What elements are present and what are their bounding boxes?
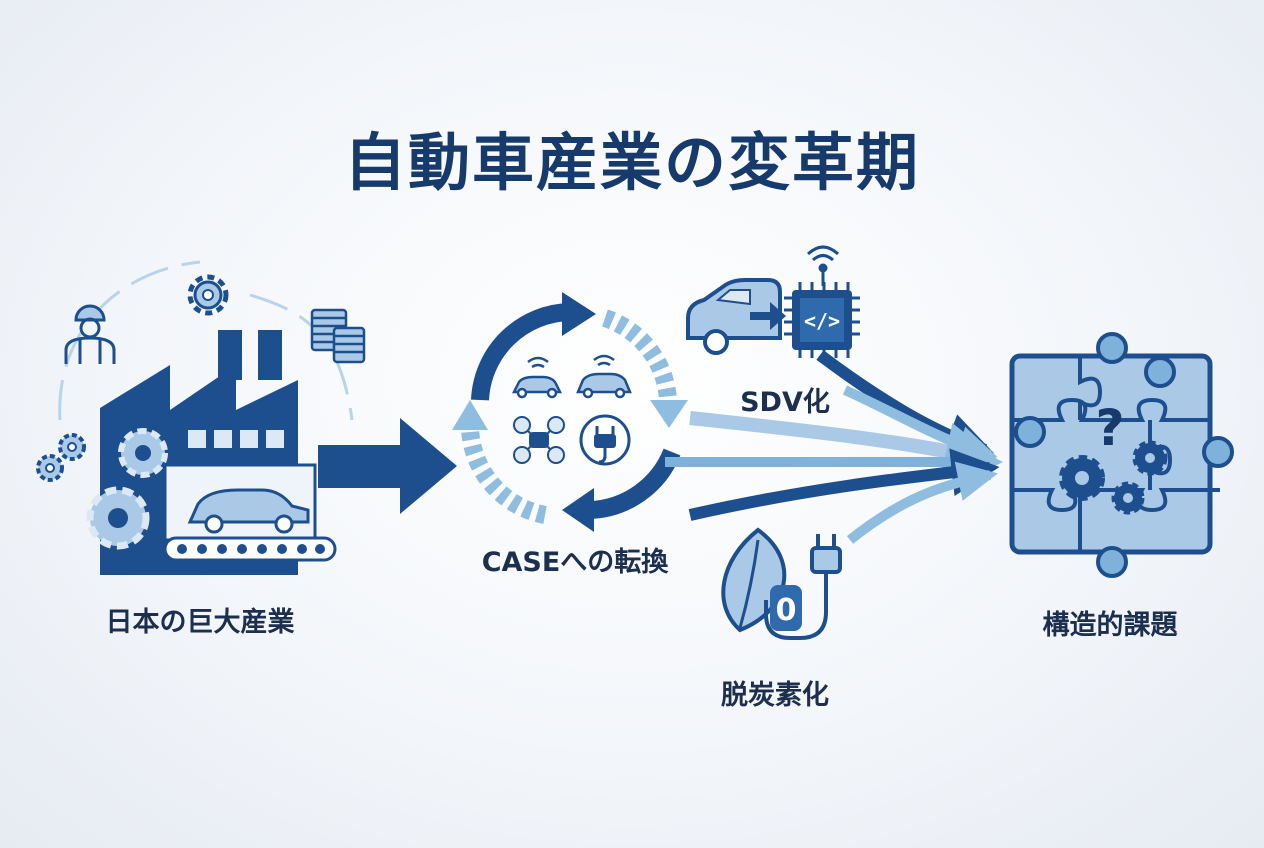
label-sdv: SDV化 [740,387,830,418]
question-mark-glyph: ? [1095,399,1124,457]
gear-icon [187,274,229,316]
car-on-conveyor-icon [163,488,337,562]
car-to-chip-arrow [750,302,786,330]
wifi-icon [806,245,840,286]
zero-glyph: 0 [776,593,797,628]
flow-arrows [665,350,1003,544]
label-decarbonization: 脱炭素化 [721,680,829,711]
small-gears-icon [36,433,86,482]
plug-cable-icon [764,534,842,640]
label-case: CASEへの転換 [481,547,669,578]
shared-mobility-icon [513,416,565,464]
decarbonization-group [721,527,842,640]
zero-emission-icon [770,585,802,631]
car-side-icon [686,278,782,355]
connected-car-icon [511,356,563,399]
label-challenges: 構造的課題 [1042,610,1178,641]
industry-group [36,260,366,575]
case-cycle [452,292,688,532]
flow-arrow-case-lower [688,448,1000,521]
cycle-arrow-left [461,427,547,524]
sdv-group [686,245,860,358]
code-glyph: </> [804,309,840,333]
diagram-title: 自動車産業の変革期 [343,126,920,199]
leaf-icon [721,527,787,633]
arrow-industry-to-case [318,418,457,514]
autonomous-car-icon [576,354,632,399]
label-industry: 日本の巨大産業 [105,607,295,638]
worker-icon [64,304,116,364]
flow-arrow-decarbon [846,461,998,544]
puzzle-gear-icon [1059,440,1168,515]
ev-plug-icon [579,414,631,466]
puzzle-icon [1009,332,1234,578]
cycle-arrow-top [471,303,571,401]
coins-icon [310,308,366,364]
